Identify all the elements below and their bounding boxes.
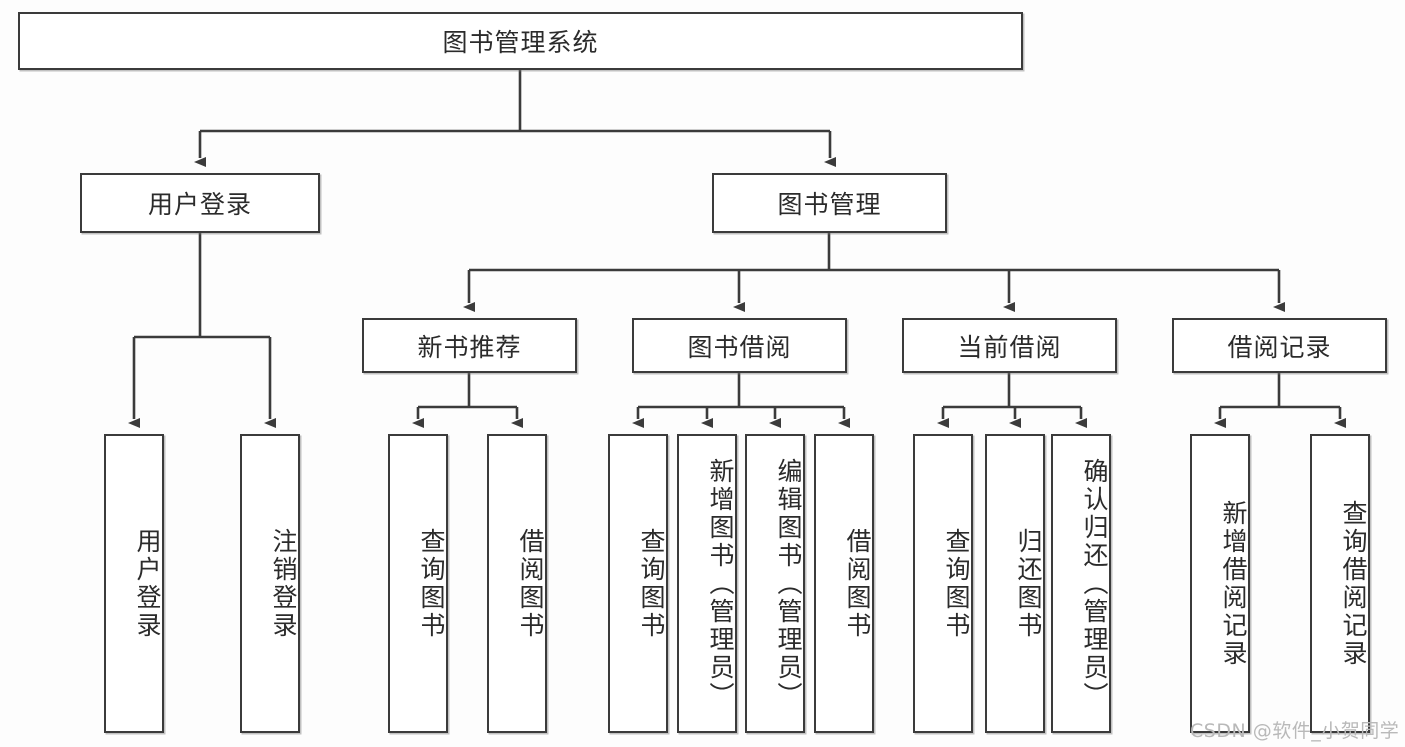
node-return-book[interactable]: 归还图书 — [985, 434, 1045, 733]
node-root[interactable]: 图书管理系统 — [18, 12, 1023, 70]
node-add-book-admin[interactable]: 新增图书（管理员） — [677, 434, 737, 733]
node-label: 用户登录 — [133, 527, 162, 640]
node-edit-book-admin[interactable]: 编辑图书（管理员） — [745, 434, 805, 733]
node-label: 图书管理 — [777, 190, 882, 219]
node-current-borrow[interactable]: 当前借阅 — [902, 318, 1117, 373]
node-label: 查询图书 — [417, 527, 446, 640]
node-label: 当前借阅 — [957, 332, 1062, 362]
node-add-borrow-record[interactable]: 新增借阅记录 — [1190, 434, 1250, 733]
node-book-manage[interactable]: 图书管理 — [712, 173, 947, 233]
node-label: 查询借阅记录 — [1339, 499, 1368, 668]
node-query-book-2[interactable]: 查询图书 — [608, 434, 668, 733]
node-label: 确认归还（管理员） — [1080, 457, 1109, 710]
node-label: 新增借阅记录 — [1219, 499, 1248, 668]
node-label: 归还图书 — [1014, 527, 1043, 640]
node-query-book-3[interactable]: 查询图书 — [913, 434, 973, 733]
node-borrow-records[interactable]: 借阅记录 — [1172, 318, 1387, 373]
node-label: 图书管理系统 — [442, 28, 599, 57]
node-user-login[interactable]: 用户登录 — [80, 173, 320, 233]
node-label: 查询图书 — [637, 527, 666, 640]
node-book-borrow[interactable]: 图书借阅 — [632, 318, 847, 373]
node-label: 编辑图书（管理员） — [774, 457, 803, 710]
node-label: 借阅图书 — [843, 527, 872, 640]
node-label: 注销登录 — [269, 527, 298, 640]
node-confirm-return-admin[interactable]: 确认归还（管理员） — [1051, 434, 1111, 733]
node-label: 查询图书 — [942, 527, 971, 640]
node-label: 图书借阅 — [687, 332, 792, 362]
node-user-login-do[interactable]: 用户登录 — [104, 434, 164, 733]
node-borrow-book-2[interactable]: 借阅图书 — [814, 434, 874, 733]
node-query-book-1[interactable]: 查询图书 — [388, 434, 448, 733]
node-label: 借阅记录 — [1227, 332, 1332, 362]
node-label: 用户登录 — [147, 190, 252, 219]
node-new-book-recommend[interactable]: 新书推荐 — [362, 318, 577, 373]
node-label: 新增图书（管理员） — [706, 457, 735, 710]
node-borrow-book-1[interactable]: 借阅图书 — [487, 434, 547, 733]
node-label: 借阅图书 — [516, 527, 545, 640]
node-user-logout[interactable]: 注销登录 — [240, 434, 300, 733]
node-label: 新书推荐 — [417, 332, 522, 362]
node-query-borrow-record[interactable]: 查询借阅记录 — [1310, 434, 1370, 733]
csdn-watermark: CSDN @软件_小贺同学 — [1190, 720, 1400, 742]
